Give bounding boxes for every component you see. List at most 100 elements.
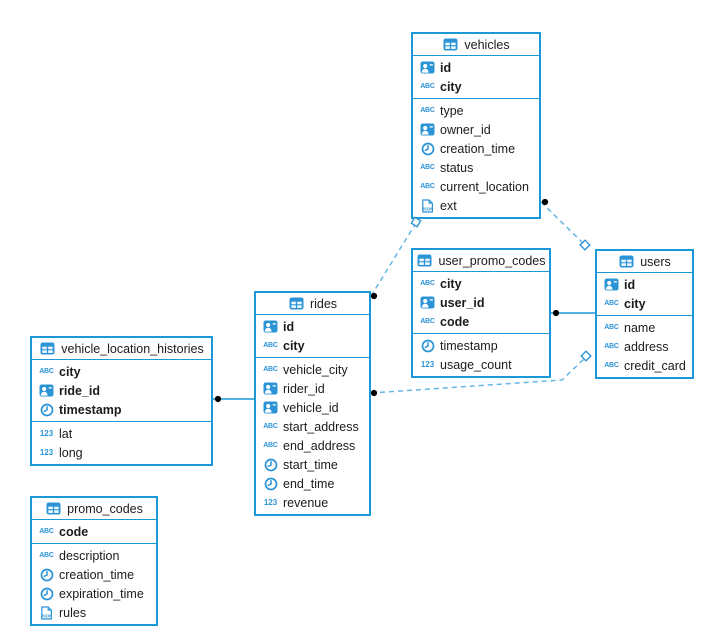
column-name: description <box>59 548 120 563</box>
table-icon <box>39 342 56 355</box>
column-name: city <box>59 364 81 379</box>
id-card-icon <box>419 61 436 74</box>
column-ride_id[interactable]: ride_id <box>32 381 211 400</box>
column-expiration_time[interactable]: expiration_time <box>32 584 156 603</box>
column-name: status <box>440 160 474 175</box>
column-code[interactable]: ABC code <box>413 312 549 331</box>
column-name: address <box>624 339 669 354</box>
table-header-user_promo_codes[interactable]: user_promo_codes <box>413 250 549 272</box>
abc-icon: ABC <box>39 552 54 559</box>
column-name: current_location <box>440 179 529 194</box>
column-vehicle_id[interactable]: vehicle_id <box>256 398 369 417</box>
abc-icon: ABC <box>420 280 435 287</box>
column-name: code <box>59 524 89 539</box>
json-icon: JSON <box>419 198 436 213</box>
table-header-vehicles[interactable]: vehicles <box>413 34 539 56</box>
table-title: vehicle_location_histories <box>61 341 204 356</box>
relation-endpoint-dot <box>214 395 222 403</box>
table-header-rides[interactable]: rides <box>256 293 369 315</box>
column-name: ext <box>440 198 457 213</box>
column-start_time[interactable]: start_time <box>256 455 369 474</box>
id-card-icon <box>262 320 279 333</box>
column-name: owner_id <box>440 122 491 137</box>
column-name: type <box>440 103 464 118</box>
numeric-icon: 123 <box>420 360 435 369</box>
column-creation_time[interactable]: creation_time <box>32 565 156 584</box>
numeric-icon: 123 <box>39 429 54 438</box>
column-id[interactable]: id <box>413 58 539 77</box>
clock-icon <box>262 458 279 472</box>
column-name: code <box>440 314 470 329</box>
columns-section: timestamp 123 usage_count <box>413 333 549 376</box>
column-creation_time[interactable]: creation_time <box>413 139 539 158</box>
column-description[interactable]: ABC description <box>32 546 156 565</box>
abc-icon: ABC <box>604 362 619 369</box>
column-name: usage_count <box>440 357 512 372</box>
table-title: users <box>640 254 671 269</box>
column-id[interactable]: id <box>256 317 369 336</box>
column-usage_count[interactable]: 123 usage_count <box>413 355 549 374</box>
column-rider_id[interactable]: rider_id <box>256 379 369 398</box>
column-name: id <box>624 277 636 292</box>
column-end_time[interactable]: end_time <box>256 474 369 493</box>
relationship-line[interactable] <box>370 222 417 297</box>
column-address[interactable]: ABC address <box>597 337 692 356</box>
id-card-icon <box>603 278 620 291</box>
column-ext[interactable]: JSON ext <box>413 196 539 215</box>
column-name: end_time <box>283 476 335 491</box>
abc-icon: ABC <box>263 342 278 349</box>
table-header-users[interactable]: users <box>597 251 692 273</box>
abc-icon: ABC <box>420 318 435 325</box>
relation-endpoint-dot <box>370 389 378 397</box>
table-title: user_promo_codes <box>438 253 546 268</box>
table-header-vehicle_location_histories[interactable]: vehicle_location_histories <box>32 338 211 360</box>
column-code[interactable]: ABC code <box>32 522 156 541</box>
table-header-promo_codes[interactable]: promo_codes <box>32 498 156 520</box>
abc-icon: ABC <box>420 183 435 190</box>
column-id[interactable]: id <box>597 275 692 294</box>
column-user_id[interactable]: user_id <box>413 293 549 312</box>
table-icon <box>288 297 305 310</box>
column-name: long <box>59 445 83 460</box>
relation-vehicle_location_histories-rides[interactable] <box>213 395 254 403</box>
abc-icon: ABC <box>39 528 54 535</box>
relation-user_promo_codes-users[interactable] <box>551 309 595 317</box>
abc-icon: ABC <box>604 300 619 307</box>
column-name: end_address <box>283 438 356 453</box>
column-owner_id[interactable]: owner_id <box>413 120 539 139</box>
table-title: promo_codes <box>67 501 143 516</box>
column-timestamp[interactable]: timestamp <box>413 336 549 355</box>
column-timestamp[interactable]: timestamp <box>32 400 211 419</box>
relation-vehicles-users[interactable] <box>540 198 591 251</box>
column-current_location[interactable]: ABC current_location <box>413 177 539 196</box>
abc-icon: ABC <box>604 343 619 350</box>
relationship-line[interactable] <box>540 201 586 246</box>
